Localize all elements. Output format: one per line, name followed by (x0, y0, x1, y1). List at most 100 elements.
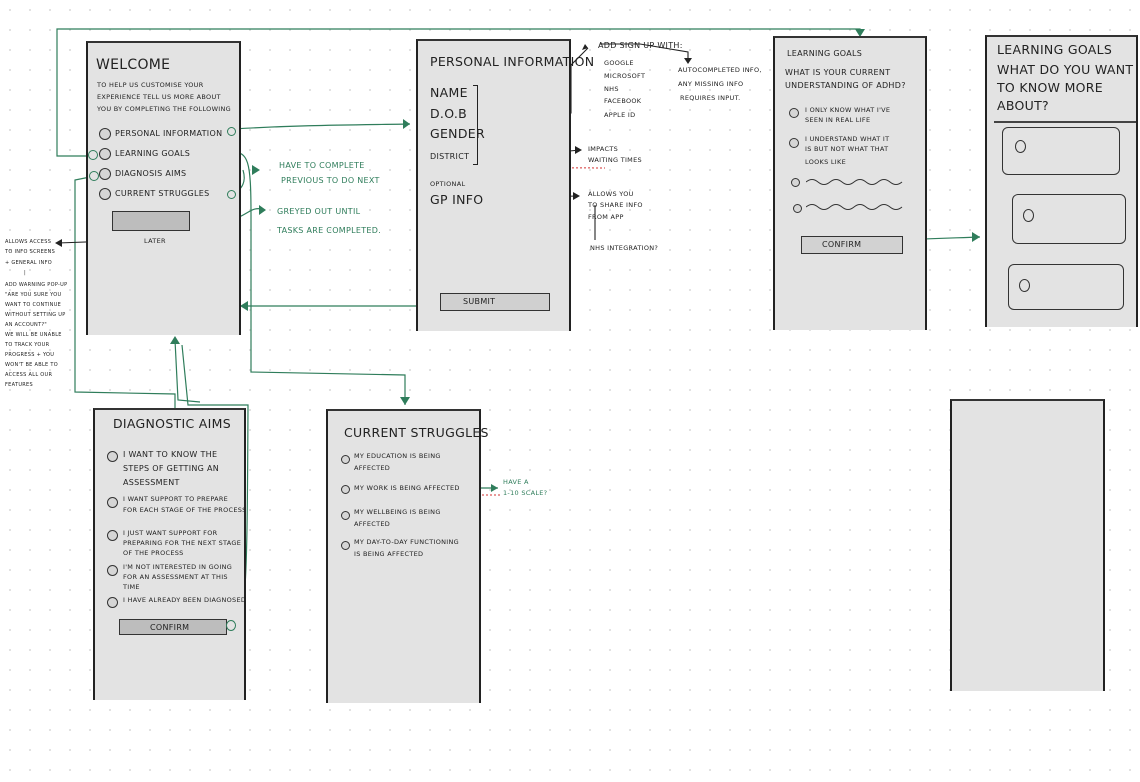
option-radio-icon (99, 168, 111, 180)
topic-card-3[interactable] (1008, 264, 1124, 310)
option-label: LEARNING GOALS (115, 149, 191, 158)
learning-question-line-2: UNDERSTANDING OF ADHD? (785, 81, 906, 90)
option-radio-icon (99, 128, 111, 140)
sign-up-apple-id: APPLE ID (604, 111, 636, 119)
option-line: FOR EACH STAGE OF THE PROCESS (123, 506, 247, 514)
diagnostic-aims-screen (93, 408, 246, 700)
arrow-handle-icon (227, 127, 236, 136)
learning-goals-2-q-line-3: ABOUT? (997, 98, 1049, 113)
option-line: LOOKS LIKE (805, 158, 846, 166)
note-line: + GENERAL INFO (5, 260, 53, 266)
note-allows-share-1: ALLOWS YOU (588, 190, 634, 198)
option-line: TIME (123, 583, 140, 591)
learning-goals-title: LEARNING GOALS (787, 49, 863, 58)
learning-goals-2-title: LEARNING GOALS (997, 42, 1113, 57)
option-radio-icon (341, 541, 350, 550)
topic-radio-icon (1015, 140, 1026, 153)
option-radio-icon[interactable] (793, 204, 802, 213)
confirm-label: CONFIRM (150, 623, 190, 632)
option-line: AFFECTED (354, 464, 391, 472)
continue-button[interactable] (112, 211, 190, 231)
learning-goals-2-q-line-1: WHAT DO YOU WANT (997, 62, 1134, 77)
option-radio-icon (341, 455, 350, 464)
note-line: WON'T BE ABLE TO (5, 362, 58, 368)
district-field[interactable]: DISTRICT (430, 152, 470, 161)
diagnostic-confirm-button[interactable]: CONFIRM (119, 619, 227, 635)
sign-up-google: GOOGLE (604, 59, 634, 67)
option-line: AFFECTED (354, 520, 391, 528)
option-line: I WANT TO KNOW THE (123, 450, 218, 459)
option-line: I'M NOT INTERESTED IN GOING (123, 563, 233, 571)
option-radio-icon (99, 188, 111, 200)
welcome-title: WELCOME (96, 57, 171, 73)
arrow-handle-icon (227, 190, 236, 199)
option-line: IS BUT NOT WHAT THAT (805, 145, 889, 153)
option-line: OF THE PROCESS (123, 549, 184, 557)
note-greyed-out-1: GREYED OUT UNTIL (277, 207, 361, 216)
welcome-screen (86, 41, 241, 335)
confirm-label: CONFIRM (822, 240, 862, 249)
learning-goals-2-q-line-2: TO KNOW MORE (997, 80, 1103, 95)
note-scale-2: 1-10 SCALE? (503, 489, 548, 497)
option-radio-icon (99, 148, 111, 160)
note-allows-share-2: TO SHARE INFO (588, 201, 643, 209)
option-line: IS BEING AFFECTED (354, 550, 424, 558)
current-struggles-title: CURRENT STRUGGLES (344, 425, 489, 440)
gp-info-field[interactable]: GP INFO (430, 192, 484, 207)
note-line: | (24, 270, 26, 276)
later-link[interactable]: LATER (144, 237, 166, 245)
personal-info-title: PERSONAL INFORMATION (430, 54, 595, 69)
option-radio-icon (789, 108, 799, 118)
note-greyed-out-2: TASKS ARE COMPLETED. (277, 226, 382, 235)
option-radio-icon[interactable] (791, 178, 800, 187)
sign-up-facebook: FACEBOOK (604, 97, 642, 105)
welcome-intro-line-1: TO HELP US CUSTOMISE YOUR (97, 81, 204, 89)
option-line: I HAVE ALREADY BEEN DIAGNOSED (123, 596, 247, 604)
personal-info-screen (416, 39, 571, 331)
note-line: PROGRESS + YOU (5, 352, 55, 358)
name-field[interactable]: NAME (430, 85, 468, 100)
note-impacts-2: WAITING TIMES (588, 156, 642, 164)
option-line: I ONLY KNOW WHAT I'VE (805, 106, 891, 114)
submit-label: SUBMIT (463, 297, 496, 306)
note-line: FEATURES (5, 382, 33, 388)
option-line: STEPS OF GETTING AN (123, 464, 220, 473)
topic-card-2[interactable] (1012, 194, 1126, 244)
option-line: MY WELLBEING IS BEING (354, 508, 441, 516)
optional-label: OPTIONAL (430, 180, 466, 188)
topic-radio-icon (1023, 209, 1034, 222)
note-line: WITHOUT SETTING UP (5, 312, 66, 318)
note-line: ACCESS ALL OUR (5, 372, 53, 378)
option-line: I WANT SUPPORT TO PREPARE (123, 495, 229, 503)
note-impacts-1: IMPACTS (588, 145, 619, 153)
diagnostic-aims-title: DIAGNOSTIC AIMS (113, 416, 231, 431)
note-line: WE WILL BE UNABLE (5, 332, 62, 338)
topic-card-1[interactable] (1002, 127, 1120, 175)
learning-question-line-1: WHAT IS YOUR CURRENT (785, 68, 891, 77)
dob-field[interactable]: D.O.B (430, 106, 467, 121)
option-line: ASSESSMENT (123, 478, 180, 487)
note-autocompleted-3: REQUIRES INPUT. (680, 94, 741, 102)
submit-button[interactable]: SUBMIT (440, 293, 550, 311)
arrow-handle-icon (226, 620, 236, 631)
option-line: I JUST WANT SUPPORT FOR (123, 529, 218, 537)
option-line: MY WORK IS BEING AFFECTED (354, 484, 460, 492)
learning-goals-screen-2 (985, 35, 1138, 327)
field-bracket (473, 85, 478, 165)
option-radio-icon (107, 565, 118, 576)
topic-radio-icon (1019, 279, 1030, 292)
placeholder-squiggle (806, 179, 903, 210)
note-complete-previous-1: HAVE TO COMPLETE (279, 161, 365, 170)
learning-confirm-button[interactable]: CONFIRM (801, 236, 903, 254)
note-line: TO INFO SCREENS (5, 249, 56, 255)
option-label: PERSONAL INFORMATION (115, 129, 223, 138)
option-label: CURRENT STRUGGLES (115, 189, 210, 198)
welcome-intro-line-2: EXPERIENCE TELL US MORE ABOUT (97, 93, 221, 101)
blank-screen (950, 399, 1105, 691)
option-line: FOR AN ASSESSMENT AT THIS (123, 573, 228, 581)
option-radio-icon (107, 497, 118, 508)
note-sign-up-title: ADD SIGN UP WITH: (598, 41, 683, 50)
option-line: I UNDERSTAND WHAT IT (805, 135, 890, 143)
gender-field[interactable]: GENDER (430, 126, 485, 141)
note-allows-share-3: FROM APP (588, 213, 624, 221)
